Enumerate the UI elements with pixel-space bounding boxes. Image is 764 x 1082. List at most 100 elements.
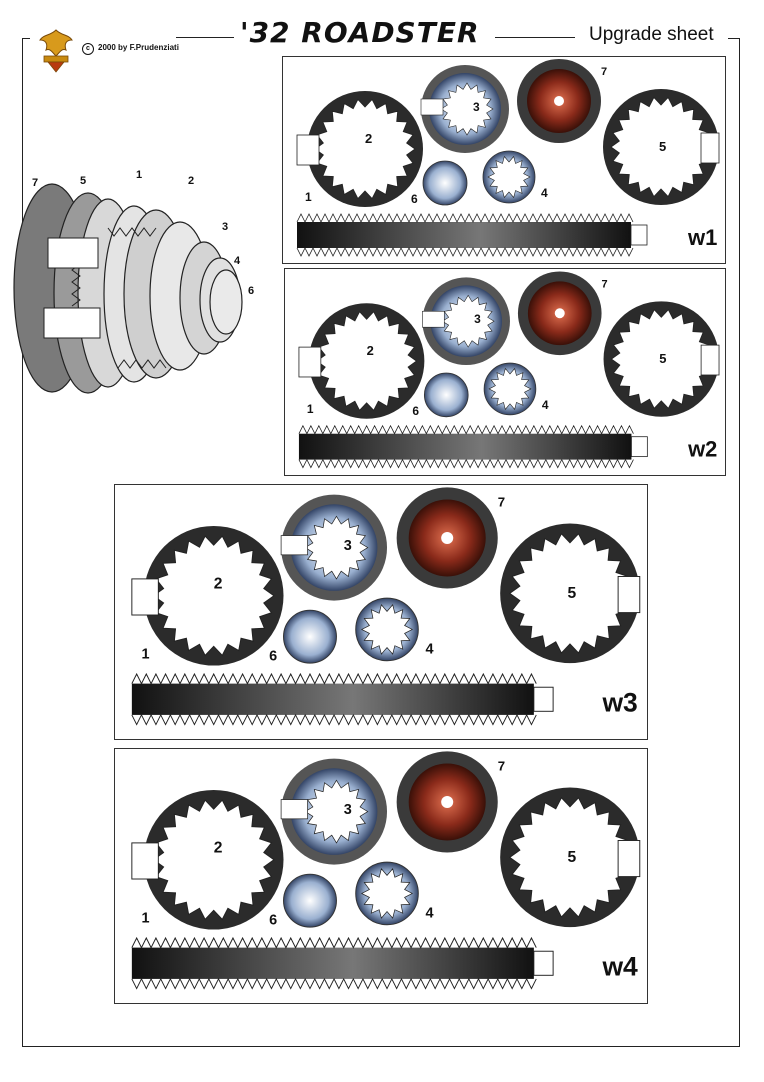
part-label-7: 7 <box>498 495 505 510</box>
part-5-tab <box>617 576 641 614</box>
part-label-7: 7 <box>601 66 607 78</box>
part-label-3: 3 <box>344 802 352 818</box>
part-label-2: 2 <box>365 131 372 146</box>
tread-teeth-top <box>131 936 537 949</box>
part-5-tab <box>700 344 720 376</box>
tread-teeth-bottom <box>298 458 634 469</box>
assembly-label-6: 6 <box>248 285 254 297</box>
copyright-text: 2000 by F.Prudenziati <box>98 43 179 52</box>
part-label-2: 2 <box>214 840 223 857</box>
part-5-teeth <box>508 796 631 918</box>
part-5-teeth <box>508 532 631 654</box>
part-3-notch <box>422 310 445 328</box>
sheet-name: w3 <box>601 687 637 717</box>
part-label-4: 4 <box>426 642 434 658</box>
tread-teeth-bottom <box>131 713 537 726</box>
part-7-hole <box>441 531 454 544</box>
part-2-tab <box>131 578 159 616</box>
part-2-tab <box>296 134 320 166</box>
part-label-5: 5 <box>659 139 666 154</box>
part-4-teeth <box>360 604 414 655</box>
frame-top-mid-left <box>176 37 234 38</box>
part-label-4: 4 <box>542 398 549 412</box>
part-label-2: 2 <box>214 576 223 593</box>
page-title: '32 ROADSTER <box>240 16 480 49</box>
frame-right <box>739 38 740 1046</box>
frame-left <box>22 38 23 1046</box>
frame-bottom <box>22 1046 740 1047</box>
part-7-hole <box>554 308 565 319</box>
tread-strip <box>131 683 534 715</box>
tread-strip <box>298 433 632 460</box>
tread-teeth-bottom <box>131 977 537 990</box>
part-label-4: 4 <box>541 186 548 200</box>
assembly-label-2: 2 <box>188 175 194 187</box>
part-label-6: 6 <box>411 192 418 206</box>
copyright-symbol: c <box>82 43 94 55</box>
copyright-notice: c 2000 by F.Prudenziati <box>82 43 179 55</box>
tread-tab <box>533 950 554 976</box>
tread-teeth-bottom <box>296 247 634 257</box>
part-4-teeth <box>488 367 532 410</box>
part-2-tab <box>131 842 159 880</box>
part-3-teeth <box>304 779 369 844</box>
tread-tab <box>631 436 648 458</box>
part-4-teeth <box>487 155 531 199</box>
part-label-3: 3 <box>473 100 480 114</box>
part-5-teeth <box>610 96 712 198</box>
part-6-disc <box>423 372 469 418</box>
tread-teeth-top <box>131 672 537 685</box>
part-3-notch <box>420 98 444 116</box>
part-label-2: 2 <box>367 343 374 358</box>
frame-top-left <box>22 38 30 39</box>
part-label-7: 7 <box>498 759 505 774</box>
part-7-hole <box>554 96 564 106</box>
phoenix-logo-icon <box>39 29 73 73</box>
part-7-hole <box>441 795 454 808</box>
assembly-label-5: 5 <box>80 175 86 187</box>
part-label-7: 7 <box>602 278 608 290</box>
sheet-name: w4 <box>601 951 638 981</box>
assembly-label-4: 4 <box>234 255 241 267</box>
part-label-4: 4 <box>426 906 434 922</box>
part-label-5: 5 <box>568 849 577 866</box>
assembly-label-1: 1 <box>136 169 142 181</box>
part-label-6: 6 <box>269 913 277 929</box>
part-label-6: 6 <box>412 404 419 418</box>
tread-strip <box>297 222 631 248</box>
part-2-tab <box>298 346 322 378</box>
tread-tab <box>533 686 554 712</box>
part-label-3: 3 <box>344 538 352 554</box>
tread-strip <box>131 947 534 979</box>
part-label-1: 1 <box>307 402 314 416</box>
part-label-6: 6 <box>269 649 277 665</box>
part-4-teeth <box>360 868 414 919</box>
part-3-teeth <box>441 294 495 348</box>
part-5-tab <box>700 132 720 164</box>
part-6-disc <box>283 873 337 928</box>
part-label-1: 1 <box>141 646 149 662</box>
part-6-disc <box>283 609 337 664</box>
frame-top-mid-right <box>495 37 575 38</box>
page-subtitle: Upgrade sheet <box>589 24 714 45</box>
part-3-notch <box>280 799 308 820</box>
part-label-1: 1 <box>305 190 312 204</box>
wheel-assembly-diagram: 7 5 1 2 3 4 6 <box>13 169 254 394</box>
sheet-name: w2 <box>687 437 717 462</box>
part-3-teeth <box>440 82 494 136</box>
part-3-notch <box>280 535 308 556</box>
assembly-label-7: 7 <box>32 177 38 189</box>
part-6-disc <box>422 160 468 206</box>
assembly-label-3: 3 <box>222 221 228 233</box>
part-3-teeth <box>304 515 369 580</box>
tread-tab <box>630 224 648 246</box>
part-label-1: 1 <box>141 910 149 926</box>
tread-teeth-top <box>298 424 634 435</box>
sheet-w4-parts: 2 1 3 7 5 6 4 w4 <box>131 751 641 990</box>
part-label-3: 3 <box>474 312 481 326</box>
part-5-teeth <box>610 309 712 410</box>
